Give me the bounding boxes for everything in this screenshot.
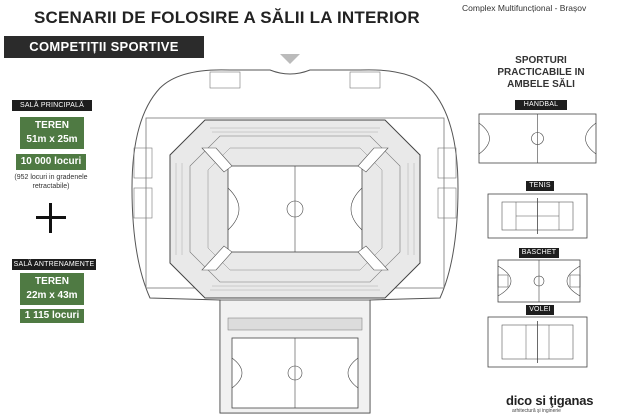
sport-label-volei: VOLEI (526, 305, 554, 315)
main-hall-note: (952 locuri in gradenele retractabile) (14, 174, 88, 190)
basketball-court-icon (497, 259, 581, 303)
page-title: SCENARII DE FOLOSIRE A SĂLII LA INTERIOR (34, 8, 420, 27)
main-hall-court: TEREN 51m x 25m (20, 117, 84, 149)
entry-arrow-icon (280, 54, 300, 64)
training-hall-seats: 1 115 locuri (20, 309, 84, 323)
building-outline (131, 69, 459, 414)
sport-label-tenis: TENIS (526, 181, 554, 191)
volleyball-court-icon (487, 316, 588, 368)
training-hall-court-word: TEREN (35, 276, 69, 287)
training-hall-label: SALĂ ANTRENAMENTE (12, 259, 96, 270)
main-hall-label: SALĂ PRINCIPALĂ (12, 100, 92, 111)
training-hall-court: TEREN 22m x 43m (20, 273, 84, 305)
company-logo: dico si ţiganas (506, 393, 594, 408)
sports-heading: SPORTURI PRACTICABILE IN AMBELE SĂLI (497, 55, 585, 90)
project-name: Complex Multifuncțional - Brașov (462, 3, 587, 13)
sport-label-baschet: BASCHET (519, 248, 559, 258)
handball-court-icon (478, 113, 597, 164)
main-hall-court-size: 51m x 25m (26, 134, 78, 145)
sport-label-handbal: HANDBAL (515, 100, 567, 110)
company-tagline: arhitectură şi inginerie (512, 408, 561, 414)
plus-icon (36, 203, 66, 233)
main-hall-seats: 10 000 locuri (16, 154, 86, 170)
tennis-court-icon (487, 193, 588, 239)
scenario-banner: COMPETIȚII SPORTIVE (4, 36, 204, 58)
training-hall-court-size: 22m x 43m (26, 290, 78, 301)
main-hall-court-word: TEREN (35, 120, 69, 131)
arena-floor-plan (131, 54, 459, 414)
